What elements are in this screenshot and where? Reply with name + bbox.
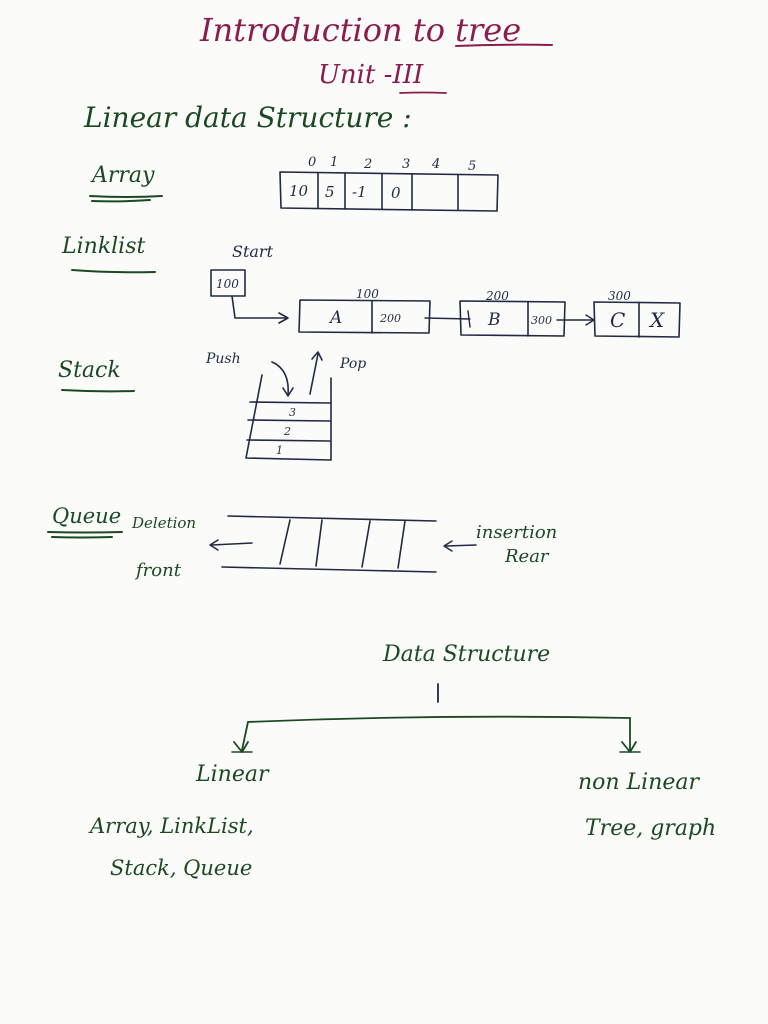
push-arrow [271, 361, 289, 396]
linklist-start-label: Start [232, 242, 274, 261]
start-box [210, 269, 246, 297]
array-index: 0 [308, 155, 316, 170]
nonlinear-examples: Tree, graph [585, 816, 717, 841]
start-arrow [231, 295, 287, 319]
linklist-label: Linklist [62, 234, 146, 259]
node-c-address: 300 [608, 289, 631, 303]
link-a-b [424, 317, 471, 320]
array-index: 1 [330, 155, 338, 170]
unit-label: Unit -III [318, 60, 424, 90]
queue-label: Queue [52, 504, 122, 528]
array-index: 4 [431, 157, 440, 172]
stack-container [245, 374, 332, 461]
array-index: 3 [402, 157, 410, 172]
node-b-address: 200 [485, 289, 509, 303]
stack-item: 1 [276, 444, 283, 457]
pop-arrow [309, 353, 319, 395]
tree-nonlinear-label: non Linear [578, 770, 700, 795]
array-cell: 5 [325, 183, 335, 201]
stack-push-label: Push [206, 351, 241, 367]
stack-label: Stack [58, 358, 121, 383]
node-b-data: B [487, 310, 501, 330]
node-c-data: C [610, 308, 625, 332]
array-index: 2 [363, 157, 372, 172]
section-heading: Linear data Structure : [84, 101, 412, 134]
node-b-next: 300 [531, 314, 552, 327]
queue-front-label: front [136, 560, 181, 581]
stack-pop-label: Pop [340, 356, 367, 372]
queue-body [221, 515, 437, 573]
node-a-address: 100 [356, 287, 379, 301]
queue-underline [47, 531, 123, 539]
tree-linear-label: Linear [196, 762, 269, 787]
array-grid [279, 171, 499, 212]
insertion-arrow [445, 544, 477, 547]
array-label: Array [92, 163, 155, 188]
linear-examples-line1: Array, LinkList, [90, 814, 254, 838]
stack-item: 2 [283, 425, 291, 438]
tree-bar [247, 715, 631, 723]
queue-insertion-label: insertion [476, 522, 558, 543]
array-cell: 0 [391, 184, 401, 202]
stack-underline [61, 389, 135, 393]
title-underline [455, 43, 553, 47]
array-cell: 10 [289, 182, 309, 200]
node-a-next: 200 [379, 312, 401, 325]
tree-left-branch [241, 721, 249, 751]
array-cell: -1 [352, 183, 367, 201]
unit-underline [399, 91, 447, 94]
linklist-underline [71, 269, 156, 274]
tree-root-label: Data Structure [383, 642, 551, 667]
queue-rear-label: Rear [505, 546, 549, 567]
start-value: 100 [216, 277, 239, 291]
deletion-arrow [211, 542, 253, 546]
array-index: 5 [468, 159, 476, 174]
array-underline [89, 195, 163, 203]
node-c-box [593, 301, 681, 338]
queue-deletion-label: Deletion [132, 514, 197, 532]
node-c-next: X [648, 308, 665, 332]
node-a-data: A [328, 308, 342, 328]
page-title: Introduction to tree [200, 11, 522, 49]
node-a-box [298, 299, 431, 334]
node-b-box [459, 300, 566, 337]
stack-item: 3 [289, 406, 296, 419]
linear-examples-line2: Stack, Queue [110, 856, 253, 880]
